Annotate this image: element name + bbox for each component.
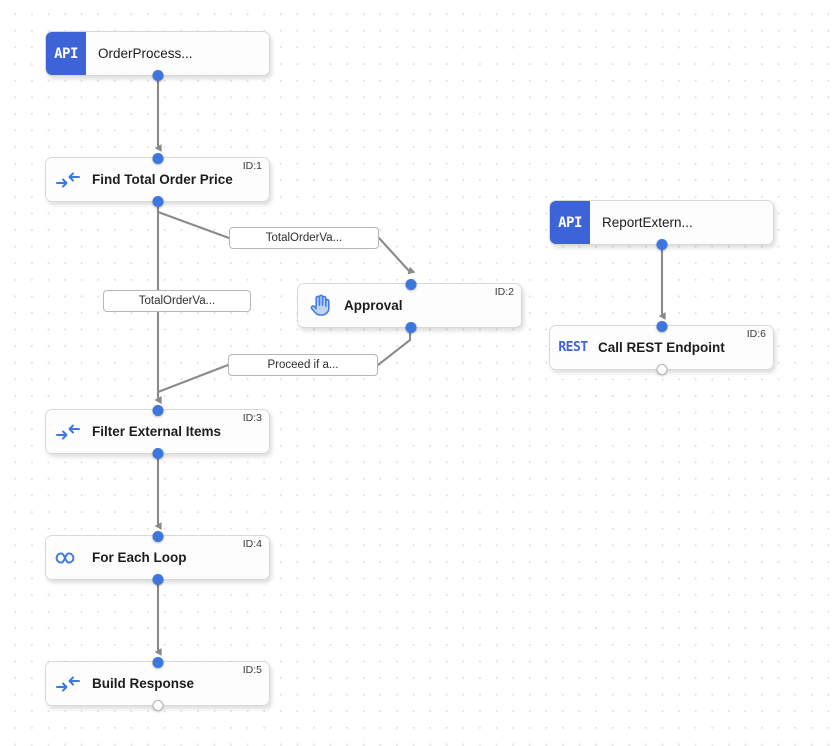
port-top[interactable] — [656, 320, 667, 332]
node-call-rest-endpoint[interactable]: REST Call REST Endpoint ID:6 — [549, 320, 774, 375]
api-badge-icon: API — [46, 32, 86, 75]
node-build-response[interactable]: Build Response ID:5 — [45, 656, 270, 711]
transform-icon — [46, 675, 90, 693]
port-bottom[interactable] — [405, 321, 417, 333]
node-title: Find Total Order Price — [92, 172, 233, 187]
node-filter-external-items[interactable]: Filter External Items ID:3 — [45, 404, 270, 459]
node-title: Approval — [344, 298, 403, 313]
port-bottom[interactable] — [152, 69, 163, 81]
node-order-process[interactable]: API OrderProcess... — [45, 31, 270, 81]
edge-label-total-order-value-to-approval[interactable]: TotalOrderVa... — [229, 227, 379, 249]
transform-icon — [46, 171, 90, 189]
node-id-label: ID:5 — [242, 664, 262, 676]
api-badge-icon: API — [550, 201, 590, 244]
node-report-external[interactable]: API ReportExtern... — [549, 200, 774, 250]
port-bottom[interactable] — [152, 573, 163, 585]
node-id-label: ID:6 — [746, 328, 766, 340]
node-for-each-loop[interactable]: For Each Loop ID:4 — [45, 530, 270, 585]
node-title: Build Response — [92, 676, 195, 691]
hand-icon — [298, 294, 342, 317]
port-top[interactable] — [152, 404, 163, 416]
loop-icon — [46, 550, 90, 566]
node-id-label: ID:4 — [242, 538, 262, 550]
transform-icon — [46, 423, 90, 441]
port-bottom[interactable] — [656, 363, 667, 375]
node-title: ReportExtern... — [602, 215, 693, 230]
node-id-label: ID:1 — [242, 160, 262, 172]
port-top[interactable] — [152, 152, 163, 164]
port-top[interactable] — [405, 278, 417, 290]
edge-label-proceed-if-approved[interactable]: Proceed if a... — [228, 354, 378, 376]
node-id-label: ID:3 — [242, 412, 262, 424]
port-top[interactable] — [152, 656, 163, 668]
node-title: Call REST Endpoint — [598, 340, 725, 355]
node-id-label: ID:2 — [494, 286, 514, 298]
port-bottom[interactable] — [656, 238, 667, 250]
edge-label-total-order-value-to-filter[interactable]: TotalOrderVa... — [103, 290, 251, 312]
node-title: Filter External Items — [92, 424, 222, 439]
port-bottom[interactable] — [152, 699, 163, 711]
port-top[interactable] — [152, 530, 163, 542]
node-title: For Each Loop — [92, 550, 187, 565]
rest-badge-icon: REST — [558, 340, 588, 355]
port-bottom[interactable] — [152, 447, 163, 459]
node-find-total-order-price[interactable]: Find Total Order Price ID:1 — [45, 152, 270, 207]
port-bottom[interactable] — [152, 195, 163, 207]
node-title: OrderProcess... — [98, 46, 193, 61]
node-approval[interactable]: Approval ID:2 — [297, 278, 522, 333]
